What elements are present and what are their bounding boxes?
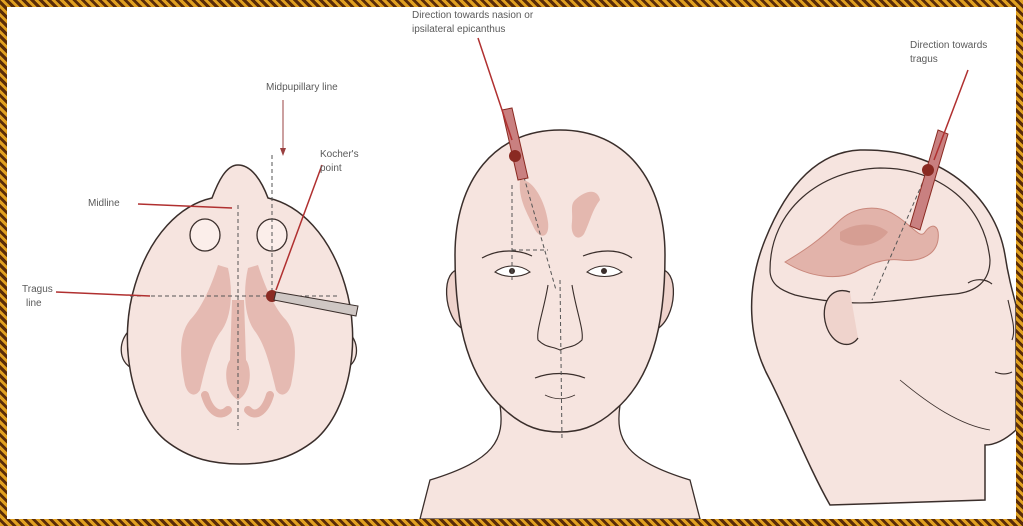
tragus-line-label-2: line	[26, 298, 42, 309]
ventriculostomy-illustration: Midpupillary line Midline Kocher's point…	[7, 7, 1016, 519]
side-direction-label-2: tragus	[910, 54, 938, 65]
midpupillary-line-label: Midpupillary line	[266, 82, 338, 93]
side-direction-pointer	[934, 70, 968, 160]
front-burr-hole	[509, 150, 521, 162]
side-direction-label-1: Direction towards	[910, 40, 987, 51]
front-direction-pointer	[478, 38, 512, 140]
front-direction-label-1: Direction towards nasion or	[412, 10, 534, 21]
top-view-panel: Midpupillary line Midline Kocher's point…	[22, 82, 359, 464]
side-view-panel: Direction towards tragus	[752, 40, 1016, 505]
kocher-point-label-1: Kocher's	[320, 149, 359, 160]
midpupillary-arrowhead	[280, 148, 286, 156]
left-eye	[190, 219, 220, 251]
tragus-line-label-1: Tragus	[22, 284, 53, 295]
midline-label: Midline	[88, 198, 120, 209]
kocher-point-label-2: point	[320, 163, 342, 174]
side-burr-hole	[922, 164, 934, 176]
front-right-pupil	[601, 268, 607, 274]
front-view-panel: Direction towards nasion or ipsilateral …	[412, 10, 700, 519]
front-direction-label-2: ipsilateral epicanthus	[412, 24, 505, 35]
